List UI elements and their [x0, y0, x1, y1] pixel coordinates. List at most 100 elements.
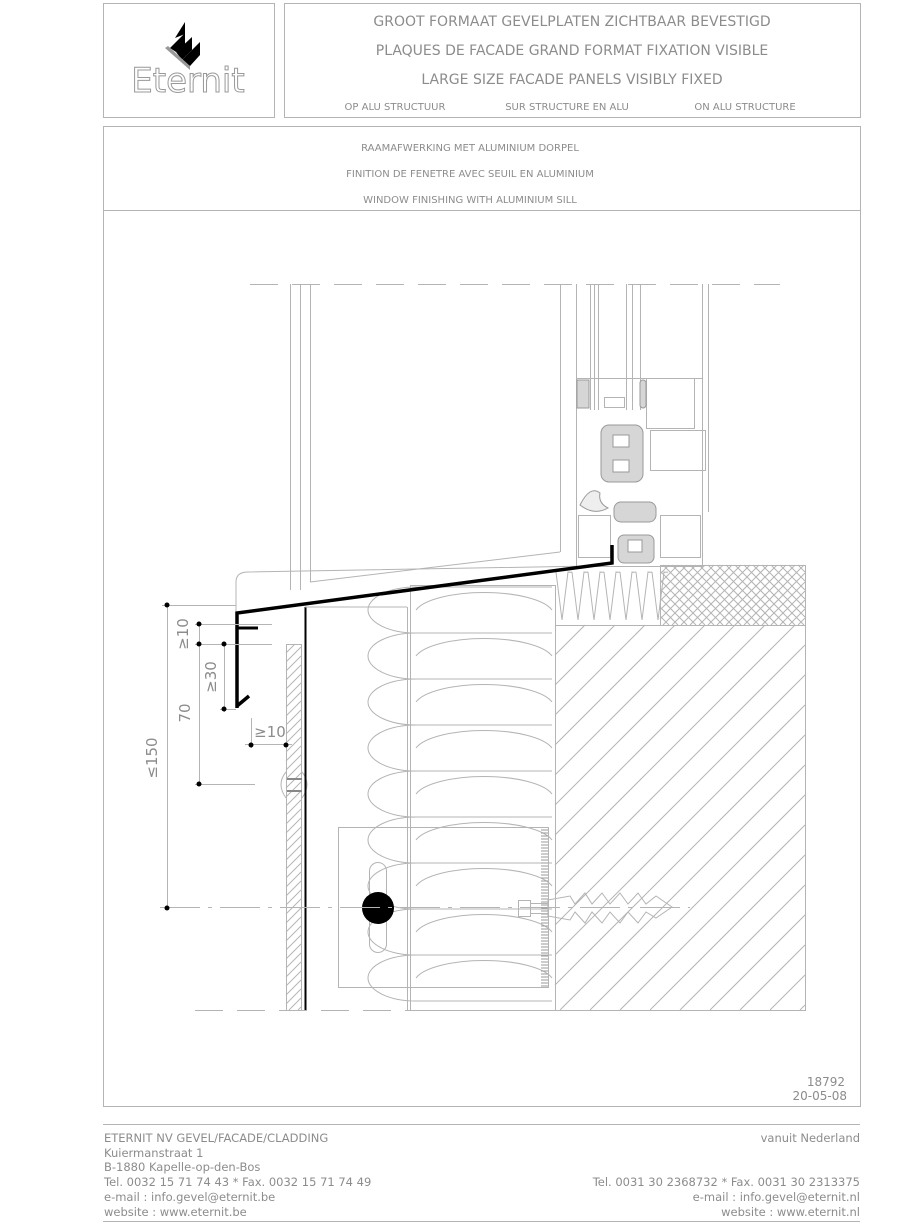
cladding-hatch-line — [285, 691, 302, 708]
concrete-hatch-line — [659, 570, 715, 626]
insulation-zigzag — [555, 571, 573, 621]
masonry-hatch-line — [554, 644, 806, 896]
dimension-dots — [164, 602, 289, 911]
concrete-sill-crosshatch — [659, 564, 806, 626]
cladding-panel — [286, 644, 302, 1011]
footer-website-be[interactable]: website : www.eternit.be — [104, 1205, 247, 1219]
masonry-hatch-line — [554, 624, 796, 866]
insulation-zigzag — [635, 571, 653, 621]
concrete-hatch-line — [743, 564, 805, 626]
concrete-hatch-line — [761, 564, 806, 609]
concrete-hatch-line — [680, 564, 742, 626]
insulation-zigzag — [651, 571, 669, 621]
cladding-hatch-line — [285, 970, 302, 987]
concrete-hatch-line — [725, 564, 787, 626]
header-structure-fr: SUR STRUCTURE EN ALU — [505, 102, 629, 113]
insulation-under-sill — [555, 571, 669, 626]
concrete-hatch-line — [662, 564, 724, 626]
concrete-hatch-line — [788, 564, 806, 582]
eternit-logo: Eternit — [131, 22, 245, 102]
header-title-nl: GROOT FORMAAT GEVELPLATEN ZICHTBAAR BEVE… — [373, 14, 770, 30]
cladding-hatch-line — [285, 772, 302, 789]
concrete-sill — [660, 565, 806, 626]
cladding-hatch-line — [285, 880, 302, 897]
insulation-loop — [415, 775, 553, 795]
header-structure-nl: OP ALU STRUCTUUR — [345, 102, 446, 113]
concrete-hatch-line — [689, 564, 751, 626]
masonry-hatch-line — [554, 734, 806, 986]
cladding-hatch-line — [285, 934, 302, 951]
insulation-loop — [415, 867, 553, 887]
insulation-zigzag — [587, 571, 605, 621]
logo-mark-icon — [165, 22, 200, 70]
wall-anchor-icon — [518, 892, 673, 924]
masonry-hatch-line — [554, 624, 646, 716]
dim-drip-label: ≥30 — [202, 661, 220, 693]
concrete-hatch-line — [716, 564, 778, 626]
cladding-hatch-line — [285, 826, 302, 843]
dim-total-label: ≤150 — [143, 737, 161, 778]
masonry-hatch-line — [589, 794, 806, 1011]
panel-rivet-icon — [280, 771, 308, 799]
masonry-wall-hatch — [554, 624, 806, 1011]
cladding-hatch-line — [285, 655, 302, 672]
dim-top-label: ≥10 — [174, 618, 192, 650]
cladding-hatch-line — [285, 673, 302, 690]
masonry-hatch-line — [709, 914, 806, 1011]
cladding-hatch-line — [285, 898, 302, 915]
header-title-en: LARGE SIZE FACADE PANELS VISIBLY FIXED — [421, 72, 722, 88]
cladding-hatch-line — [285, 643, 296, 654]
concrete-hatch-line — [659, 564, 688, 593]
cladding-hatch-line — [285, 745, 302, 762]
dimension-lines — [162, 605, 292, 908]
insulation-loop — [415, 591, 553, 611]
cladding-hatch-line — [285, 763, 302, 780]
logo-box — [103, 3, 275, 118]
insulation-layer — [367, 586, 553, 1002]
cladding-hatch-line — [285, 862, 302, 879]
drawing-date: 20-05-08 — [793, 1089, 847, 1103]
title-box — [284, 3, 861, 118]
insulation-outline — [410, 585, 556, 1011]
cladding-hatch-line — [285, 835, 302, 852]
cladding-hatch-line — [285, 727, 302, 744]
masonry-hatch-line — [554, 624, 736, 806]
masonry-hatch-line — [619, 824, 806, 1011]
masonry-hatch-line — [769, 974, 806, 1011]
bracket-serration — [541, 829, 548, 987]
cladding-hatch-line — [288, 997, 302, 1011]
thermal-break-gaskets — [576, 379, 657, 564]
cladding-hatch-line — [285, 781, 302, 798]
cladding-hatch-line — [285, 646, 302, 663]
footer-website-nl[interactable]: website : www.eternit.nl — [721, 1205, 860, 1219]
insulation-loop — [415, 959, 553, 979]
masonry-hatch-line — [554, 624, 586, 656]
concrete-hatch-line — [779, 564, 806, 591]
footer-email-be[interactable]: e-mail : info.gevel@eternit.be — [104, 1190, 275, 1204]
insulation-loop — [415, 821, 553, 841]
cladding-panel-hatch — [285, 643, 302, 1011]
cladding-hatch-line — [285, 754, 302, 771]
insulation-zigzag — [571, 571, 589, 621]
cladding-hatch-line — [285, 916, 302, 933]
concrete-hatch-line — [770, 590, 806, 626]
masonry-hatch-line — [554, 624, 766, 836]
cladding-hatch-line — [285, 700, 302, 717]
cladding-hatch-line — [285, 952, 302, 969]
cladding-hatch-line — [297, 1006, 302, 1011]
footer-phone-nl: Tel. 0031 30 2368732 * Fax. 0031 30 2313… — [592, 1175, 860, 1189]
concrete-hatch-line — [659, 597, 688, 626]
footer-city: B-1880 Kapelle-op-den-Bos — [104, 1160, 260, 1174]
aluminium-window-sill — [235, 545, 614, 708]
glazing-unit — [590, 284, 641, 410]
concrete-hatch-line — [671, 564, 733, 626]
logo-wordmark: Eternit — [131, 61, 244, 101]
sill-end-cap-outline — [235, 565, 591, 612]
footer-address-belgium: ETERNIT NV GEVEL/FACADE/CLADDING Kuierma… — [103, 1131, 371, 1219]
footer-nl-heading: vanuit Nederland — [761, 1131, 860, 1145]
cladding-hatch-line — [285, 736, 302, 753]
footer-email-nl[interactable]: e-mail : info.gevel@eternit.nl — [693, 1190, 860, 1204]
cladding-hatch-line — [285, 943, 302, 960]
concrete-hatch-line — [770, 564, 806, 600]
concrete-hatch-line — [707, 564, 769, 626]
